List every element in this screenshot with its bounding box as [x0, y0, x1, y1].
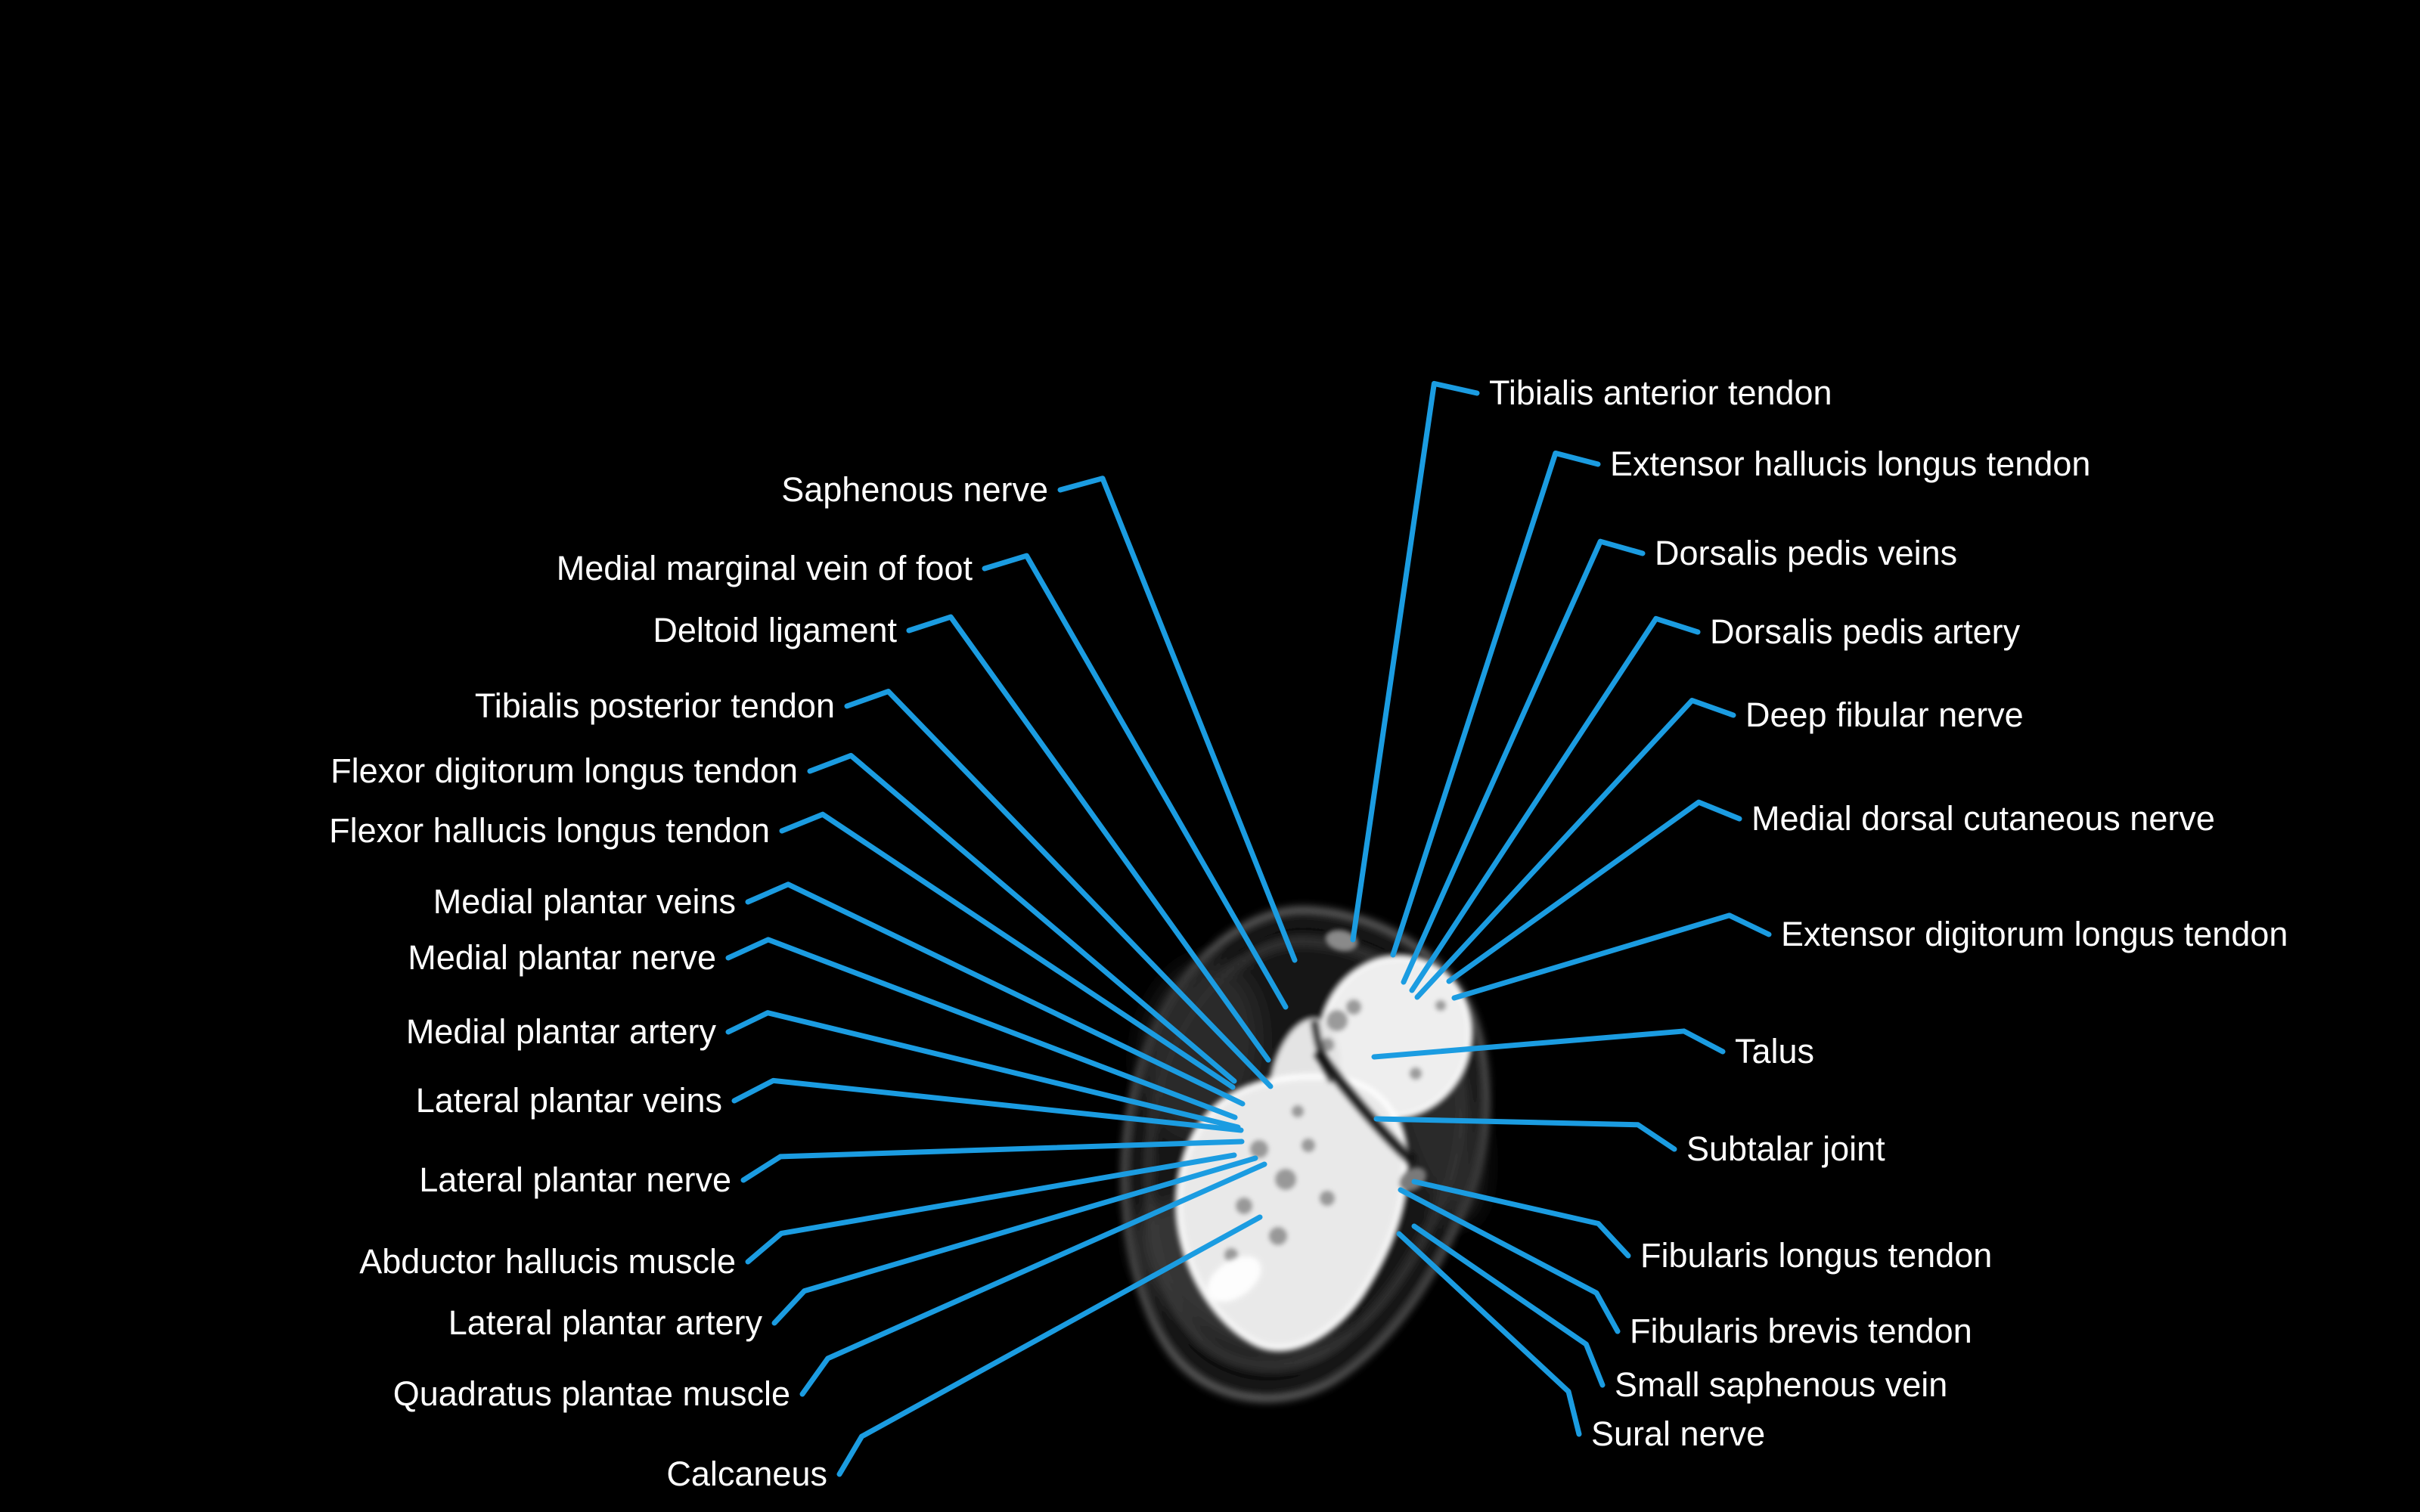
label-saphenous-nerve: Saphenous nerve	[781, 470, 1048, 509]
label-medial-plantar-nerve: Medial plantar nerve	[408, 938, 716, 977]
leader-line-flexor-hallucis-longus-tendon	[779, 811, 1236, 1090]
label-calcaneus: Calcaneus	[666, 1455, 827, 1493]
leader-line-deep-fibular-nerve	[1414, 697, 1736, 1000]
label-flexor-digitorum-longus-tendon: Flexor digitorum longus tendon	[330, 751, 798, 790]
talonavicular-joint-space	[1311, 1020, 1336, 1083]
label-dorsalis-pedis-artery: Dorsalis pedis artery	[1710, 612, 2021, 651]
label-fibularis-brevis-tendon: Fibularis brevis tendon	[1630, 1312, 1972, 1350]
label-fibularis-longus-tendon: Fibularis longus tendon	[1640, 1236, 1992, 1275]
label-flexor-hallucis-longus-tendon: Flexor hallucis longus tendon	[329, 811, 770, 850]
leader-line-deltoid-ligament	[906, 614, 1271, 1063]
leader-line-abductor-hallucis-muscle	[745, 1152, 1237, 1265]
leader-line-calcaneus	[836, 1214, 1263, 1477]
leader-line-fibularis-longus-tendon	[1411, 1179, 1631, 1259]
leader-line-medial-plantar-nerve	[725, 937, 1238, 1120]
leader-line-extensor-digitorum-longus-tendon	[1451, 912, 1772, 1001]
label-tibialis-anterior-tendon: Tibialis anterior tendon	[1489, 373, 1832, 412]
dorsal-tendon-dot	[1326, 930, 1357, 951]
label-lateral-plantar-veins: Lateral plantar veins	[416, 1081, 722, 1120]
leader-line-medial-plantar-artery	[725, 1010, 1241, 1130]
label-extensor-digitorum-longus-tendon: Extensor digitorum longus tendon	[1781, 915, 2288, 953]
leader-line-medial-dorsal-cutaneous-nerve	[1446, 799, 1742, 984]
leader-line-sural-nerve	[1396, 1231, 1582, 1437]
label-medial-plantar-artery: Medial plantar artery	[406, 1012, 717, 1051]
label-medial-dorsal-cutaneous-nerve: Medial dorsal cutaneous nerve	[1751, 799, 2215, 838]
leader-line-subtalar-joint	[1373, 1116, 1677, 1152]
annotation-leader-lines	[725, 380, 1772, 1477]
label-talus: Talus	[1735, 1032, 1814, 1070]
leader-line-medial-plantar-veins	[745, 881, 1246, 1107]
label-medial-marginal-vein-of-foot: Medial marginal vein of foot	[557, 549, 973, 587]
leader-line-lateral-plantar-artery	[771, 1155, 1258, 1326]
leader-line-small-saphenous-vein	[1411, 1223, 1606, 1388]
leader-line-talus	[1371, 1028, 1726, 1060]
label-sural-nerve: Sural nerve	[1591, 1414, 1765, 1453]
label-lateral-plantar-artery: Lateral plantar artery	[448, 1303, 763, 1342]
label-abductor-hallucis-muscle: Abductor hallucis muscle	[359, 1242, 736, 1281]
leader-line-quadratus-plantae-muscle	[799, 1161, 1267, 1397]
label-subtalar-joint: Subtalar joint	[1686, 1129, 1885, 1168]
leader-line-tibialis-anterior-tendon	[1350, 380, 1480, 943]
label-small-saphenous-vein: Small saphenous vein	[1615, 1365, 1947, 1404]
leader-line-flexor-digitorum-longus-tendon	[807, 752, 1237, 1084]
label-tibialis-posterior-tendon: Tibialis posterior tendon	[475, 686, 835, 725]
leader-line-lateral-plantar-veins	[731, 1077, 1244, 1133]
label-extensor-hallucis-longus-tendon: Extensor hallucis longus tendon	[1610, 445, 2090, 483]
label-medial-plantar-veins: Medial plantar veins	[433, 882, 736, 921]
calcaneus-bright-spot	[1207, 1256, 1261, 1303]
label-lateral-plantar-nerve: Lateral plantar nerve	[419, 1160, 731, 1199]
label-quadratus-plantae-muscle: Quadratus plantae muscle	[393, 1374, 790, 1413]
leader-line-saphenous-nerve	[1057, 476, 1298, 963]
leader-line-dorsalis-pedis-veins	[1401, 538, 1646, 985]
leader-line-dorsalis-pedis-artery	[1409, 615, 1701, 993]
leader-line-medial-marginal-vein-of-foot	[982, 553, 1289, 1010]
label-deep-fibular-nerve: Deep fibular nerve	[1745, 696, 2024, 734]
leader-line-lateral-plantar-nerve	[740, 1139, 1245, 1183]
label-dorsalis-pedis-veins: Dorsalis pedis veins	[1655, 534, 1957, 572]
leader-line-extensor-hallucis-longus-tendon	[1390, 450, 1601, 958]
bone-trabecular-texture	[1224, 999, 1446, 1262]
label-deltoid-ligament: Deltoid ligament	[653, 611, 897, 649]
leader-line-fibularis-brevis-tendon	[1398, 1187, 1621, 1334]
leader-line-tibialis-posterior-tendon	[844, 689, 1274, 1089]
